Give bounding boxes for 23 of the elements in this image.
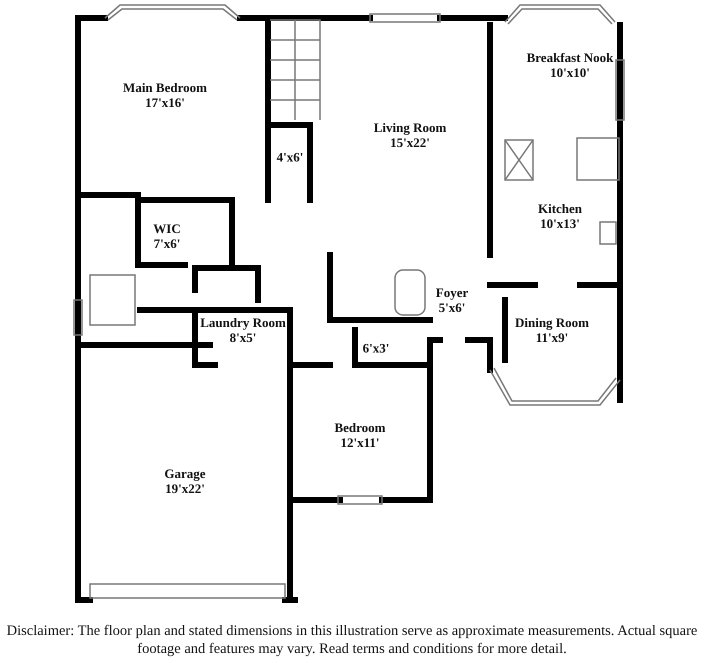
room-name: WIC <box>153 221 181 236</box>
room-dimensions: 6'x3' <box>362 340 390 356</box>
room-name: Bedroom <box>334 420 386 435</box>
disclaimer-text: Disclaimer: The floor plan and stated dimensions in this illustration serve as approximate measurements. Actual square footage and features may vary. Read terms and conditions for more detail. <box>6 622 698 658</box>
room-name: Breakfast Nook <box>526 50 614 65</box>
room-dimensions: 12'x11' <box>340 435 380 450</box>
room-name: Kitchen <box>538 201 582 216</box>
room-name: Main Bedroom <box>123 80 207 95</box>
room-dimensions: 17'x16' <box>144 95 186 110</box>
room-dimensions: 19'x22' <box>164 481 206 496</box>
room-name: Laundry Room <box>200 315 286 330</box>
room-dimensions: 11'x9' <box>534 330 570 345</box>
room-dimensions: 5'x6' <box>438 300 466 315</box>
room-dimensions: 10'x10' <box>549 65 591 80</box>
room-dimensions: 8'x5' <box>228 330 258 345</box>
room-name: Living Room <box>374 120 446 135</box>
room-name: Garage <box>164 466 206 481</box>
room-dimensions: 10'x13' <box>539 216 581 231</box>
room-dimensions: 15'x22' <box>389 135 431 150</box>
room-dimensions: 7'x6' <box>153 236 181 251</box>
room-name: Foyer <box>436 285 468 300</box>
room-dimensions: 4'x6' <box>276 150 304 164</box>
room-name: Dining Room <box>514 315 590 330</box>
